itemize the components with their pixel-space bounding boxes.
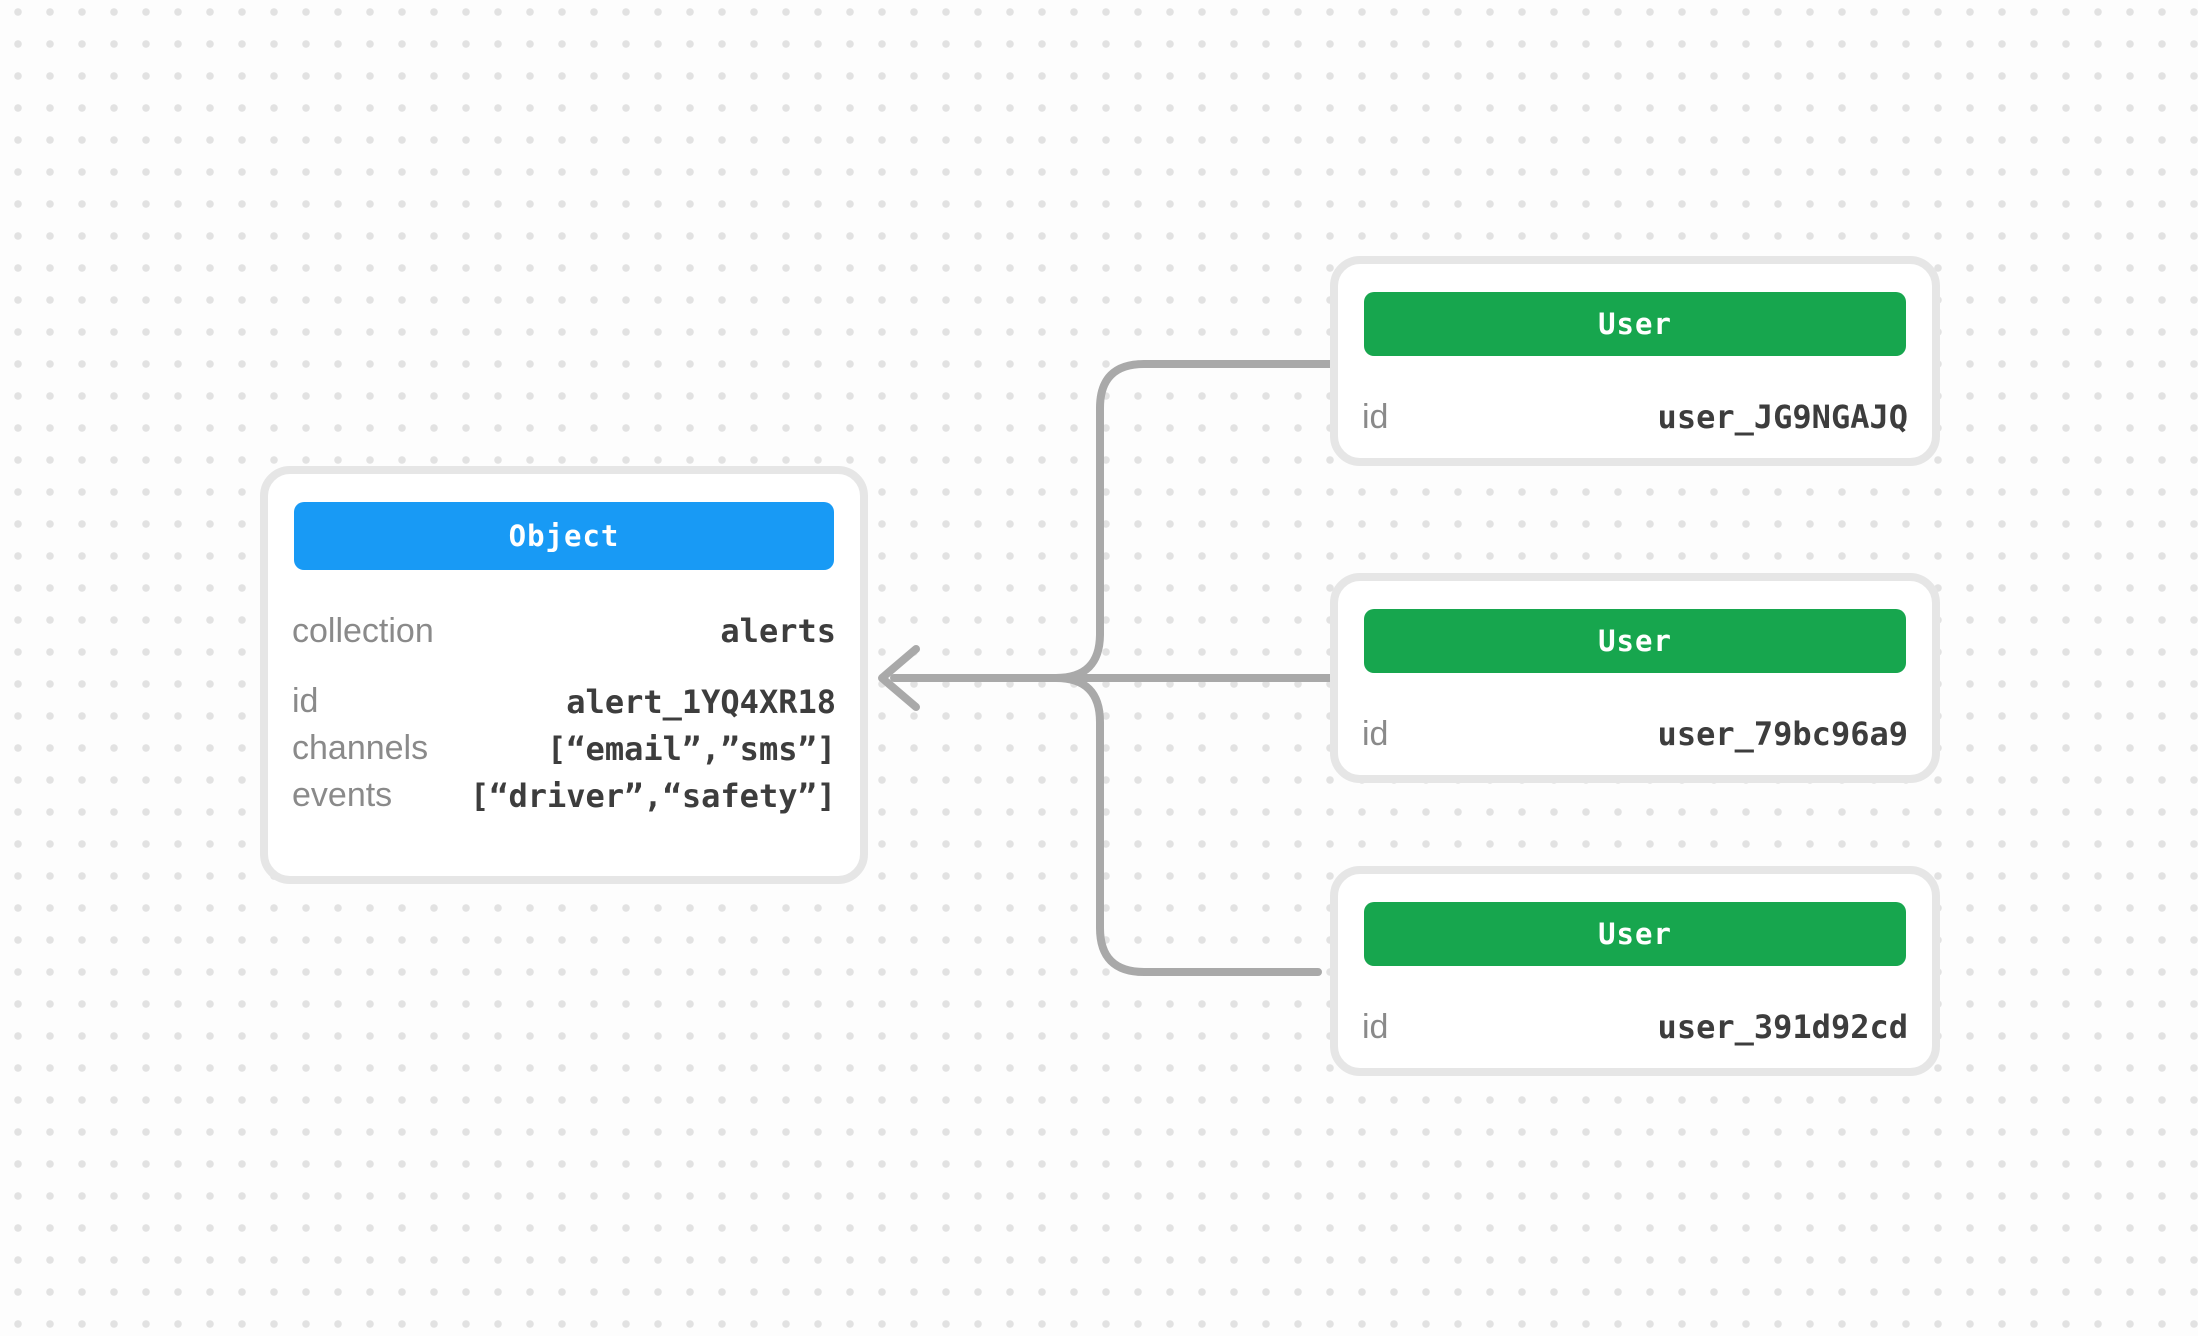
field-label: id [1362, 397, 1389, 436]
field-row-id: id user_JG9NGAJQ [1362, 394, 1908, 440]
field-row-channels: channels [“email”,”sms”] [292, 725, 836, 772]
field-label: id [292, 682, 319, 720]
field-value: alerts [720, 612, 836, 650]
object-node-attribute-group: id alert_1YQ4XR18 channels [“email”,”sms… [292, 678, 836, 819]
field-value: user_JG9NGAJQ [1657, 398, 1908, 436]
field-value: [“email”,”sms”] [547, 729, 836, 768]
object-node-header: Object [294, 502, 834, 570]
field-row-id: id user_79bc96a9 [1362, 711, 1908, 757]
field-label: id [1362, 1007, 1389, 1046]
user-node-2[interactable]: User id user_79bc96a9 [1330, 573, 1940, 783]
field-value: alert_1YQ4XR18 [566, 682, 836, 721]
field-value: user_79bc96a9 [1657, 715, 1908, 753]
field-value: user_391d92cd [1657, 1008, 1908, 1046]
field-row-id: id alert_1YQ4XR18 [292, 678, 836, 725]
user-node-fields: id user_391d92cd [1338, 1004, 1932, 1050]
field-row-events: events [“driver”,“safety”] [292, 772, 836, 819]
user-node-fields: id user_JG9NGAJQ [1338, 394, 1932, 440]
user-node-3[interactable]: User id user_391d92cd [1330, 866, 1940, 1076]
user-node-header: User [1364, 609, 1906, 673]
edge-user3-to-object [1042, 674, 1322, 976]
user-node-header: User [1364, 902, 1906, 966]
arrow-left-icon [878, 645, 920, 711]
user-node-header: User [1364, 292, 1906, 356]
edge-user1-to-object [1042, 360, 1334, 682]
user-node-1[interactable]: User id user_JG9NGAJQ [1330, 256, 1940, 466]
field-label: collection [292, 611, 434, 650]
field-label: channels [292, 729, 429, 767]
field-row-id: id user_391d92cd [1362, 1004, 1908, 1050]
field-row-collection: collection alerts [292, 608, 836, 654]
field-value: [“driver”,“safety”] [469, 776, 836, 815]
field-label: events [292, 776, 393, 814]
object-node-fields: collection alerts id alert_1YQ4XR18 chan… [268, 608, 860, 819]
user-node-fields: id user_79bc96a9 [1338, 711, 1932, 757]
field-label: id [1362, 714, 1389, 753]
object-node[interactable]: Object collection alerts id alert_1YQ4XR… [260, 466, 868, 884]
